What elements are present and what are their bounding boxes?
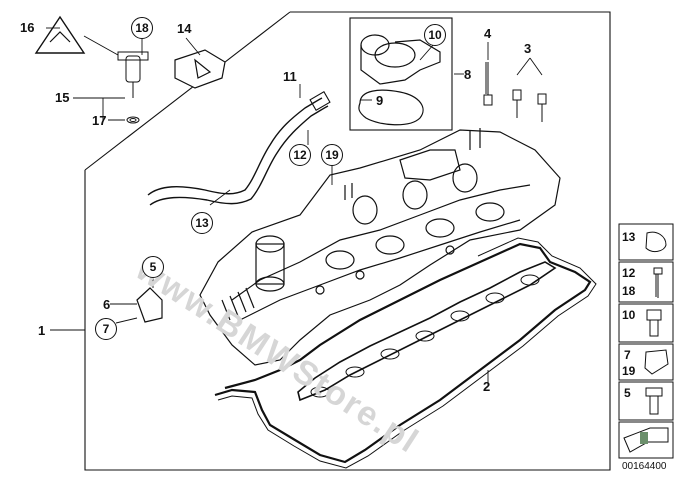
side-panel-icons	[623, 231, 669, 453]
callout-9: 9	[376, 93, 384, 108]
callout-8: 8	[464, 67, 472, 82]
side-panel	[618, 223, 674, 459]
callout-14: 14	[177, 21, 192, 36]
callout-5: 5	[142, 256, 164, 278]
callout-2: 2	[483, 379, 491, 394]
bolts-group	[483, 62, 547, 122]
vent-hose	[147, 97, 323, 196]
leader-lines	[46, 27, 543, 385]
cap-14	[174, 49, 226, 89]
warning-triangle-icon	[34, 15, 86, 54]
hex-bolt-icon	[646, 309, 662, 337]
sensor-group	[117, 51, 149, 124]
callout-19: 19	[321, 144, 343, 166]
main-frame	[84, 11, 611, 471]
bracket-6	[136, 287, 163, 323]
callout-11: 11	[283, 69, 297, 84]
gasket-outer	[214, 242, 592, 464]
stud-bolt-icon	[653, 267, 663, 298]
side-label-18: 18	[622, 284, 636, 298]
hose-clip-icon	[645, 231, 667, 253]
callout-12: 12	[289, 144, 311, 166]
callout-1: 1	[38, 323, 46, 338]
callout-15: 15	[55, 90, 70, 105]
clip-nut-icon	[644, 349, 669, 375]
callout-18: 18	[131, 17, 153, 39]
callout-10: 10	[424, 24, 446, 46]
callout-16: 16	[20, 20, 35, 35]
callout-13: 13	[191, 212, 213, 234]
callout-17: 17	[92, 113, 107, 128]
callout-7: 7	[95, 318, 117, 340]
callout-6: 6	[103, 297, 111, 312]
crankcase-valve-box	[349, 17, 453, 131]
callout-4: 4	[484, 26, 492, 41]
side-label-5: 5	[624, 386, 631, 400]
collar-bolt-icon	[645, 387, 663, 415]
side-label-7: 7	[624, 348, 631, 362]
side-label-13: 13	[622, 230, 636, 244]
callout-3: 3	[524, 41, 532, 56]
gasket-spark-plug-seals	[297, 261, 557, 402]
side-label-12: 12	[622, 266, 636, 280]
valve-cover	[199, 128, 561, 366]
side-label-10: 10	[622, 308, 636, 322]
side-label-19: 19	[622, 364, 636, 378]
diagram-code: 00164400	[622, 461, 667, 472]
